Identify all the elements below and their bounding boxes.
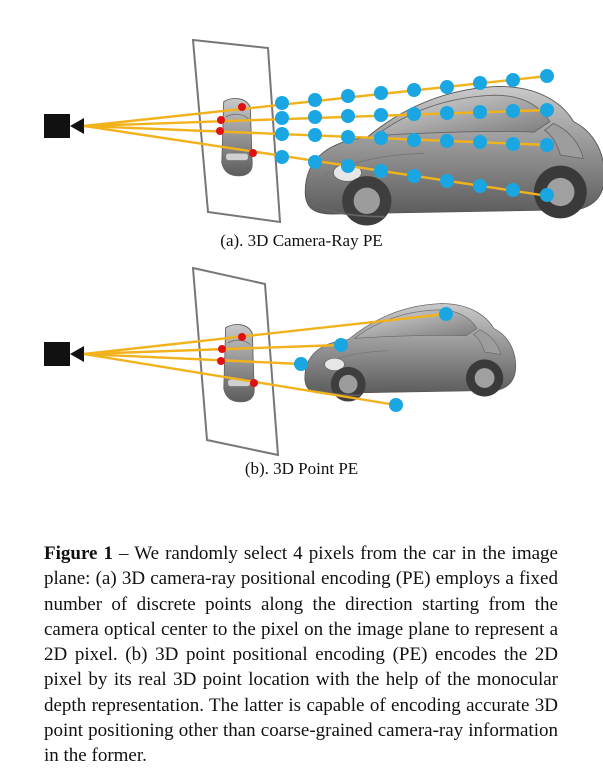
figure-illustration — [44, 38, 603, 457]
panel-b — [44, 266, 517, 457]
panel-a — [44, 38, 603, 227]
pixels — [217, 333, 258, 387]
caption-label: Figure 1 — [44, 543, 113, 564]
figure-1 — [44, 38, 603, 457]
car-image — [304, 85, 603, 227]
depth-points — [294, 307, 453, 412]
image-plane — [191, 38, 282, 224]
camera-icon — [44, 342, 84, 366]
camera-icon — [44, 114, 84, 138]
image-plane — [191, 266, 280, 457]
pixels — [216, 103, 257, 157]
ray-points — [275, 69, 554, 202]
subcaption-b: (b). 3D Point PE — [244, 459, 359, 478]
point-rays — [83, 312, 447, 407]
caption-text: – We randomly select 4 pixels from the c… — [44, 543, 558, 767]
figure-caption: Figure 1 – We randomly select 4 pixels f… — [44, 541, 558, 769]
subcaption-a: (a). 3D Camera-Ray PE — [220, 231, 383, 250]
